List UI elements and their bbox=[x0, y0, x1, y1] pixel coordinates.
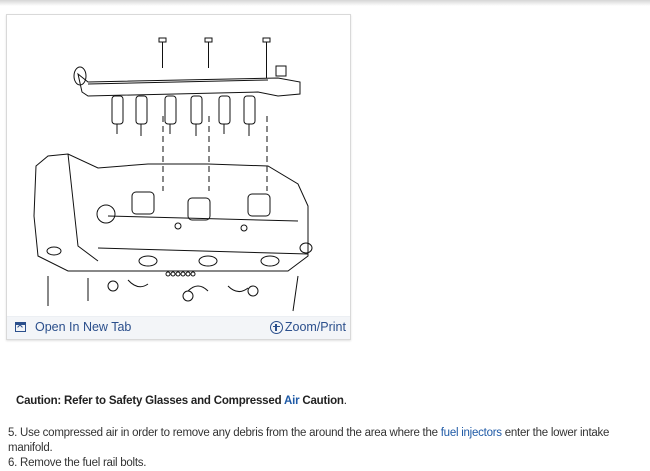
top-shadow-divider bbox=[0, 0, 650, 6]
step-item: 5. Use compressed air in order to remove… bbox=[8, 426, 650, 456]
open-in-new-tab-label: Open In New Tab bbox=[35, 320, 132, 334]
fuel-rail-diagram-image[interactable] bbox=[8, 16, 349, 319]
step-number: 6. bbox=[8, 457, 18, 469]
caution-suffix: Caution bbox=[299, 395, 344, 407]
caution-note: Caution: Refer to Safety Glasses and Com… bbox=[16, 395, 347, 407]
figure-panel: Open In New Tab Zoom/Print bbox=[6, 14, 351, 340]
open-in-new-tab-button[interactable]: Open In New Tab bbox=[15, 320, 131, 334]
caution-text: Caution: Refer to Safety Glasses and Com… bbox=[16, 395, 284, 407]
zoom-print-label: Zoom/Print bbox=[284, 320, 346, 334]
step-text: Remove the fuel rail bolts. bbox=[17, 457, 147, 469]
procedure-steps: 5. Use compressed air in order to remove… bbox=[8, 426, 650, 471]
step-text: Use compressed air in order to remove an… bbox=[17, 427, 441, 439]
open-in-new-tab-icon bbox=[15, 322, 26, 332]
air-caution-link[interactable]: Air bbox=[283, 395, 300, 407]
caution-period: . bbox=[343, 395, 347, 407]
bolt-icons bbox=[158, 37, 271, 78]
zoom-plus-circle-icon bbox=[269, 320, 283, 334]
step-text-after: enter the lower intake manifold. bbox=[8, 427, 610, 454]
fuel-injectors-link[interactable]: fuel injectors bbox=[440, 427, 502, 439]
zoom-print-button[interactable]: Zoom/Print bbox=[269, 320, 346, 334]
figure-footer-bar: Open In New Tab Zoom/Print bbox=[7, 316, 350, 339]
step-number: 5. bbox=[8, 427, 18, 439]
